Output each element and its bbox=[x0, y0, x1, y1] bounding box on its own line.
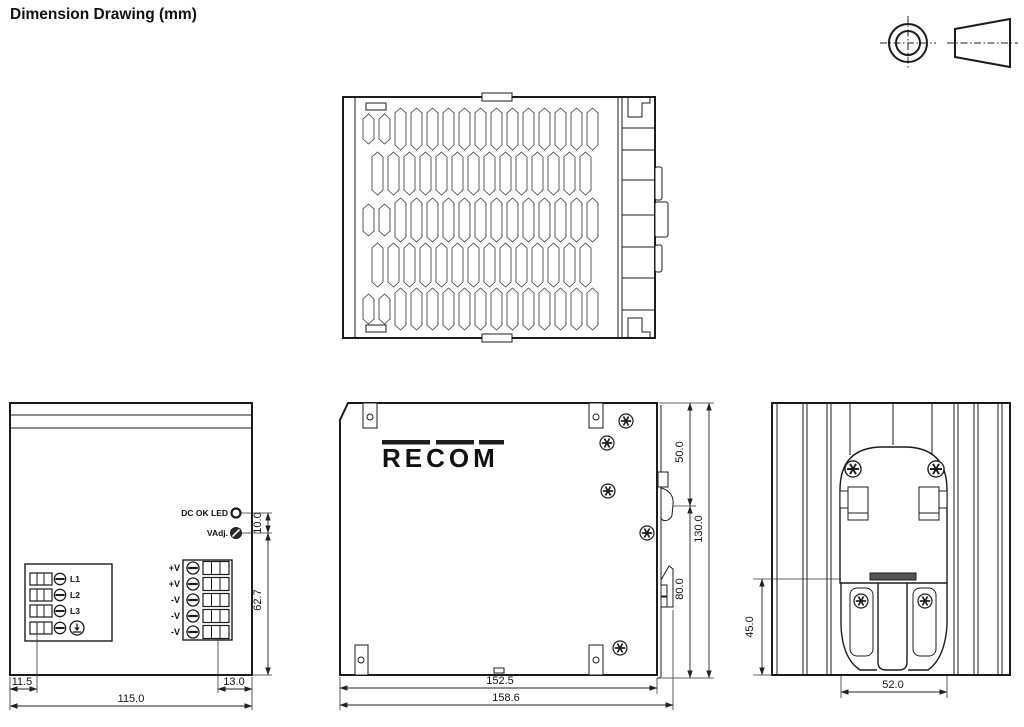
dim-50-0: 50.0 bbox=[674, 441, 686, 462]
projection-symbol bbox=[880, 16, 1018, 70]
screw-icon bbox=[917, 593, 933, 609]
front-view: DC OK LED VAdj. L1 L2 bbox=[9, 402, 272, 710]
input-terminal-block: L1 L2 L3 bbox=[24, 563, 113, 642]
edge-tab bbox=[481, 92, 513, 102]
heatsink-fins bbox=[776, 403, 1003, 675]
screw-icon bbox=[853, 593, 869, 609]
back-view: 45.0 52.0 bbox=[744, 402, 1011, 698]
output-terminal-row: +V bbox=[169, 560, 230, 576]
dim-52-0: 52.0 bbox=[882, 679, 903, 691]
cover-slot bbox=[365, 324, 387, 333]
dim-11-5: 11.5 bbox=[12, 676, 33, 688]
edge-tab bbox=[481, 333, 513, 343]
terminal-label: -V bbox=[171, 595, 180, 605]
case-screws bbox=[599, 413, 655, 656]
terminal-label: +V bbox=[169, 563, 180, 573]
side-dimensions: 50.0 80.0 130.0 152.5 158.6 bbox=[339, 402, 714, 710]
dim-10-0: 10.0 bbox=[252, 512, 264, 533]
input-terminal-row: L3 bbox=[29, 604, 80, 618]
vadj-label: VAdj. bbox=[207, 528, 228, 538]
din-clip-side bbox=[657, 471, 674, 608]
top-view bbox=[342, 92, 669, 343]
dim-152-5: 152.5 bbox=[486, 675, 514, 687]
front-dimensions: 10.0 62.7 11.5 13.0 115.0 bbox=[9, 512, 272, 710]
projection-circle-icon bbox=[880, 16, 936, 70]
output-terminal-row: -V bbox=[171, 608, 230, 624]
terminal-label: L3 bbox=[70, 606, 80, 616]
screw-icon bbox=[612, 640, 628, 656]
top-din-bracket bbox=[622, 97, 669, 338]
dc-ok-led-label: DC OK LED bbox=[181, 508, 228, 518]
screw-icon bbox=[599, 435, 615, 451]
ground-icon bbox=[69, 620, 85, 636]
dim-13-0: 13.0 bbox=[223, 676, 244, 688]
dim-45-0: 45.0 bbox=[744, 616, 756, 637]
vadj-potentiometer: VAdj. bbox=[207, 527, 242, 539]
terminal-label: -V bbox=[171, 611, 180, 621]
screw-icon bbox=[843, 459, 863, 479]
cover-slot bbox=[365, 102, 387, 111]
screw-icon bbox=[600, 483, 616, 499]
input-terminal-row: L1 bbox=[29, 572, 80, 586]
din-bracket bbox=[839, 446, 948, 671]
output-terminal-row: -V bbox=[171, 592, 230, 608]
page-title: Dimension Drawing (mm) bbox=[10, 6, 197, 23]
screw-icon bbox=[618, 413, 634, 429]
brand-logo-text: RECOM bbox=[382, 443, 499, 473]
output-terminal-block: +V +V -V -V bbox=[169, 559, 233, 641]
side-view: RECOM bbox=[339, 402, 714, 710]
dim-115-0: 115.0 bbox=[118, 693, 145, 705]
input-terminal-row: L2 bbox=[29, 588, 80, 602]
dim-62-7: 62.7 bbox=[252, 589, 264, 610]
dim-158-6: 158.6 bbox=[492, 692, 520, 704]
dc-ok-led: DC OK LED bbox=[181, 507, 242, 519]
terminal-label: L2 bbox=[70, 590, 80, 600]
brand-logo: RECOM bbox=[382, 440, 504, 473]
rail-stop-bar bbox=[869, 572, 917, 581]
din-slider bbox=[840, 583, 948, 671]
output-terminal-row: +V bbox=[169, 576, 230, 592]
input-terminal-row-ground bbox=[29, 620, 85, 636]
screw-icon bbox=[926, 459, 946, 479]
terminal-label: -V bbox=[171, 627, 180, 637]
dim-80-0: 80.0 bbox=[674, 578, 686, 599]
dim-130-0: 130.0 bbox=[693, 515, 705, 543]
vent-slots bbox=[362, 107, 599, 331]
projection-cone-icon bbox=[947, 17, 1018, 69]
screw-icon bbox=[639, 525, 655, 541]
bottom-slot bbox=[493, 667, 505, 674]
terminal-label: L1 bbox=[70, 574, 80, 584]
output-terminal-row: -V bbox=[171, 624, 230, 640]
terminal-label: +V bbox=[169, 579, 180, 589]
led-icon bbox=[230, 507, 242, 519]
back-dimensions: 45.0 52.0 bbox=[744, 578, 948, 698]
mounting-tabs bbox=[354, 402, 604, 676]
